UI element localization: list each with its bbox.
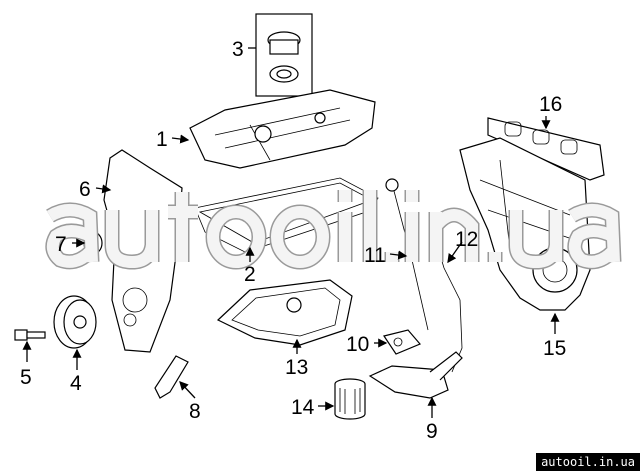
callout-6: 6 bbox=[79, 178, 91, 201]
callout-16: 16 bbox=[539, 93, 562, 116]
callout-3: 3 bbox=[232, 38, 244, 61]
callout-11: 11 bbox=[364, 244, 386, 267]
part-13-oil-pan bbox=[216, 279, 353, 346]
callout-8: 8 bbox=[189, 400, 201, 423]
watermark-graphic bbox=[45, 190, 622, 270]
part-15-intake-manifold bbox=[459, 137, 591, 311]
callout-12: 12 bbox=[455, 228, 478, 251]
callout-9: 9 bbox=[426, 420, 438, 443]
callout-13: 13 bbox=[285, 356, 308, 379]
callout-2: 2 bbox=[244, 263, 256, 286]
part-16-intake-manifold-gasket bbox=[487, 117, 605, 181]
callout-7: 7 bbox=[55, 233, 67, 256]
part-10-strainer-gasket bbox=[383, 329, 421, 355]
callout-14: 14 bbox=[291, 396, 315, 419]
part-14-oil-filter bbox=[334, 378, 366, 420]
part-8-sensor bbox=[154, 355, 189, 399]
callout-1: 1 bbox=[156, 128, 168, 151]
callout-15: 15 bbox=[543, 337, 566, 360]
part-4-crankshaft-pulley bbox=[53, 295, 97, 349]
part-9-oil-strainer bbox=[368, 351, 463, 399]
callout-4: 4 bbox=[70, 372, 82, 395]
callout-10: 10 bbox=[346, 333, 369, 356]
part-5-pulley-bolt bbox=[14, 329, 46, 341]
site-label: autooil.in.ua bbox=[536, 453, 640, 471]
callout-5: 5 bbox=[20, 366, 32, 389]
part-3-oil-filler-cap bbox=[255, 13, 313, 97]
leader-lines bbox=[22, 47, 560, 418]
part-1-valve-cover bbox=[189, 89, 376, 169]
